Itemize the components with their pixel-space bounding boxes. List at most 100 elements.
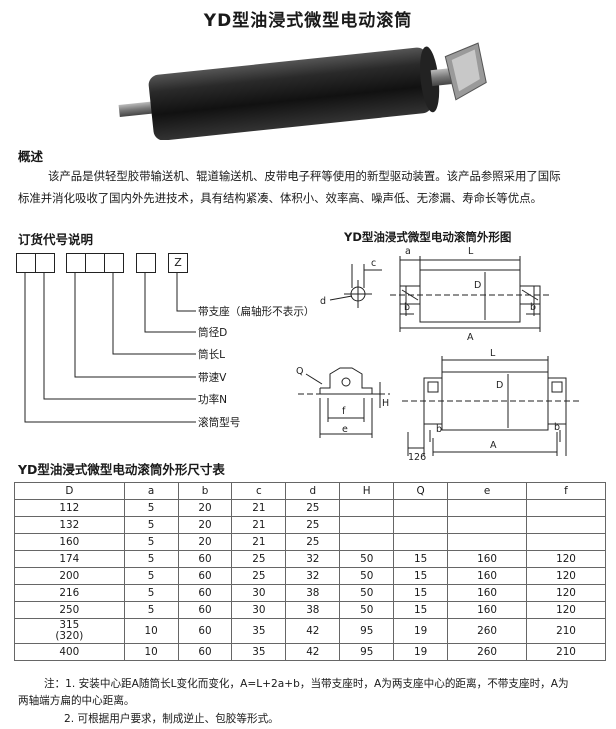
table-cell: 120 (526, 601, 606, 619)
overview-heading: 概述 (18, 149, 44, 164)
dim-d: d (320, 296, 326, 307)
code-box-2 (35, 253, 55, 273)
motor-drum-photo (118, 42, 487, 140)
table-cell: 21 (231, 516, 287, 534)
table-cell (447, 499, 528, 517)
table-cell: 25 (231, 567, 287, 585)
table-cell: 10 (123, 643, 179, 661)
dim-A-top: A (467, 332, 474, 343)
table-cell (339, 499, 395, 517)
dim-Q: Q (296, 366, 303, 377)
table-cell (526, 533, 606, 551)
table-cell: 25 (231, 550, 287, 568)
table-cell: 30 (231, 584, 287, 602)
table-cell: 174 (14, 550, 125, 568)
page-title: YD型油浸式微型电动滚筒 (203, 11, 413, 31)
table-cell: 20 (177, 516, 233, 534)
table-cell: 20 (177, 499, 233, 517)
dim-f: f (342, 406, 346, 417)
table-cell: 260 (447, 643, 528, 661)
table-cell: 95 (339, 643, 395, 661)
code-box-6 (136, 253, 156, 273)
table-cell: 15 (393, 550, 449, 568)
table-cell-315: 315 (59, 619, 80, 631)
table-cell: 38 (285, 584, 341, 602)
dim-H: H (382, 398, 389, 409)
table-cell (447, 516, 528, 534)
table-cell: 160 (447, 550, 528, 568)
table-header-cell: b (177, 482, 233, 500)
table-cell: 50 (339, 550, 395, 568)
table-cell: 210 (526, 618, 606, 644)
order-code-heading: 订货代号说明 (18, 232, 94, 247)
table-cell: 60 (177, 584, 233, 602)
table-cell: 30 (231, 601, 287, 619)
table-cell: 19 (393, 618, 449, 644)
table-cell: 38 (285, 601, 341, 619)
table-cell: 50 (339, 567, 395, 585)
dim-D-bottom: D (496, 380, 503, 391)
code-box-z: Z (168, 253, 188, 273)
table-cell: 25 (285, 499, 341, 517)
table-cell: 50 (339, 584, 395, 602)
table-cell (447, 533, 528, 551)
table-cell: 15 (393, 601, 449, 619)
table-cell: 160 (447, 584, 528, 602)
table-cell: 60 (177, 601, 233, 619)
table-cell: 42 (285, 618, 341, 644)
dim-b-bottom-right: b (554, 422, 560, 433)
table-cell: 120 (526, 567, 606, 585)
table-header-cell: c (231, 482, 287, 500)
dim-L-bottom: L (490, 348, 496, 359)
dim-A-bottom: A (490, 440, 497, 451)
table-cell-320: (320) (55, 630, 84, 642)
note-1-line-2: 两轴端方扁的中心距离。 (18, 695, 135, 707)
table-cell: 160 (447, 567, 528, 585)
note-2: 2. 可根据用户要求，制成逆止、包胶等形式。 (64, 713, 279, 725)
table-cell: 19 (393, 643, 449, 661)
table-cell: 60 (177, 567, 233, 585)
table-cell: 132 (14, 516, 125, 534)
table-cell: 21 (231, 499, 287, 517)
table-cell: 21 (231, 533, 287, 551)
outline-drawing: c d a L D A b b Q H f e L D b b 126 A (296, 246, 580, 463)
table-header-cell: a (123, 482, 179, 500)
table-cell: 95 (339, 618, 395, 644)
table-cell: 120 (526, 584, 606, 602)
table-cell: 10 (123, 618, 179, 644)
table-cell: 400 (14, 643, 125, 661)
table-heading: YD型油浸式微型电动滚筒外形尺寸表 (18, 462, 225, 477)
overview-line-2: 标准并消化吸收了国内外先进技术，具有结构紧凑、体积小、效率高、噪声低、无渗漏、寿… (18, 191, 542, 205)
table-cell (339, 533, 395, 551)
table-cell: 5 (123, 584, 179, 602)
table-header-row: D a b c d H Q e f (14, 482, 606, 500)
dim-c: c (371, 258, 376, 269)
table-cell (393, 533, 449, 551)
table-cell (339, 516, 395, 534)
table-cell: 160 (14, 533, 125, 551)
dim-a: a (405, 246, 411, 257)
dim-L-top: L (468, 246, 474, 257)
table-cell (393, 499, 449, 517)
dim-e: e (342, 424, 348, 435)
table-cell: 60 (177, 550, 233, 568)
dim-D-top: D (474, 280, 481, 291)
table-cell: 160 (447, 601, 528, 619)
table-cell: 5 (123, 533, 179, 551)
dim-b-right: b (530, 302, 536, 313)
code-box-5 (104, 253, 124, 273)
dim-126: 126 (408, 452, 426, 463)
code-label-length: 筒长L (198, 349, 226, 361)
overview-line-1: 该产品是供轻型胶带输送机、辊道输送机、皮带电子秤等使用的新型驱动装置。该产品参照… (48, 169, 561, 183)
table-cell: 216 (14, 584, 125, 602)
table-cell: 120 (526, 550, 606, 568)
table-cell: 42 (285, 643, 341, 661)
table-cell: 5 (123, 499, 179, 517)
table-cell: 5 (123, 550, 179, 568)
